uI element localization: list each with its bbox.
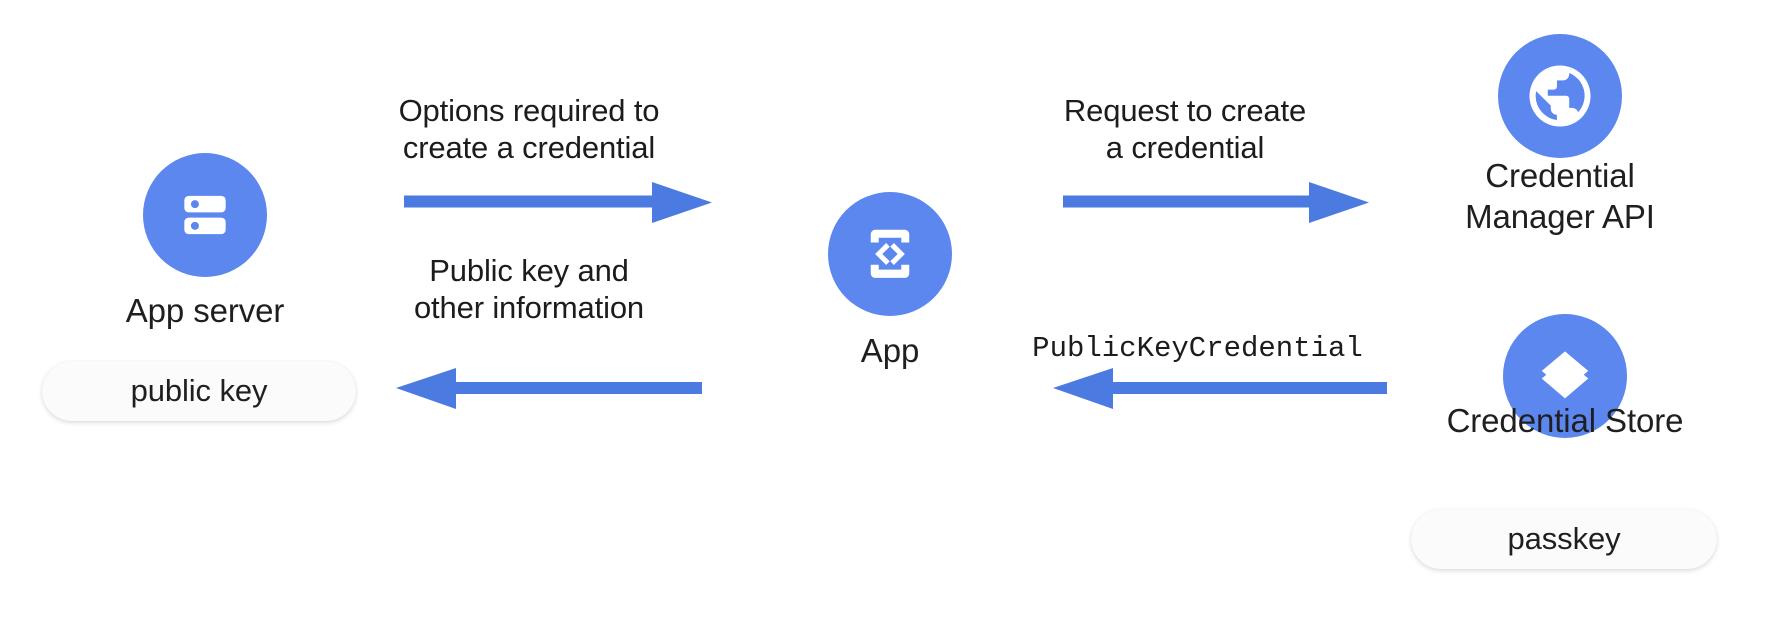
edge-server-to-app-label: Options required to create a credential [398, 93, 660, 165]
server-icon [174, 184, 236, 246]
layers-store-icon [1531, 342, 1599, 410]
arrow-left-store-to-app [1053, 366, 1393, 412]
app-icon-circle [828, 192, 952, 316]
app-code-phone-icon [857, 221, 923, 287]
credential-store-chip-passkey: passkey [1411, 509, 1717, 569]
edge-store-to-app-label: PublicKeyCredential [1032, 332, 1363, 365]
edge-app-to-cmapi-label: Request to create a credential [1063, 93, 1307, 165]
arrow-left-app-to-server [396, 366, 706, 412]
edge-app-to-server-label: Public key and other information [413, 253, 645, 325]
arrow-right-server-to-app [404, 180, 714, 226]
arrow-right-app-to-cmapi [1063, 180, 1373, 226]
credential-store-icon-circle [1503, 314, 1627, 438]
credential-manager-api-label: Credential Manager API [1465, 157, 1655, 235]
app-server-icon-circle [143, 153, 267, 277]
credential-manager-api-icon-circle [1498, 34, 1622, 158]
globe-public-icon [1523, 59, 1597, 133]
app-label: App [860, 332, 920, 369]
app-server-label: App server [125, 292, 285, 329]
credential-store-label: Credential Store [1446, 402, 1684, 439]
app-server-chip-public-key: public key [42, 361, 356, 421]
